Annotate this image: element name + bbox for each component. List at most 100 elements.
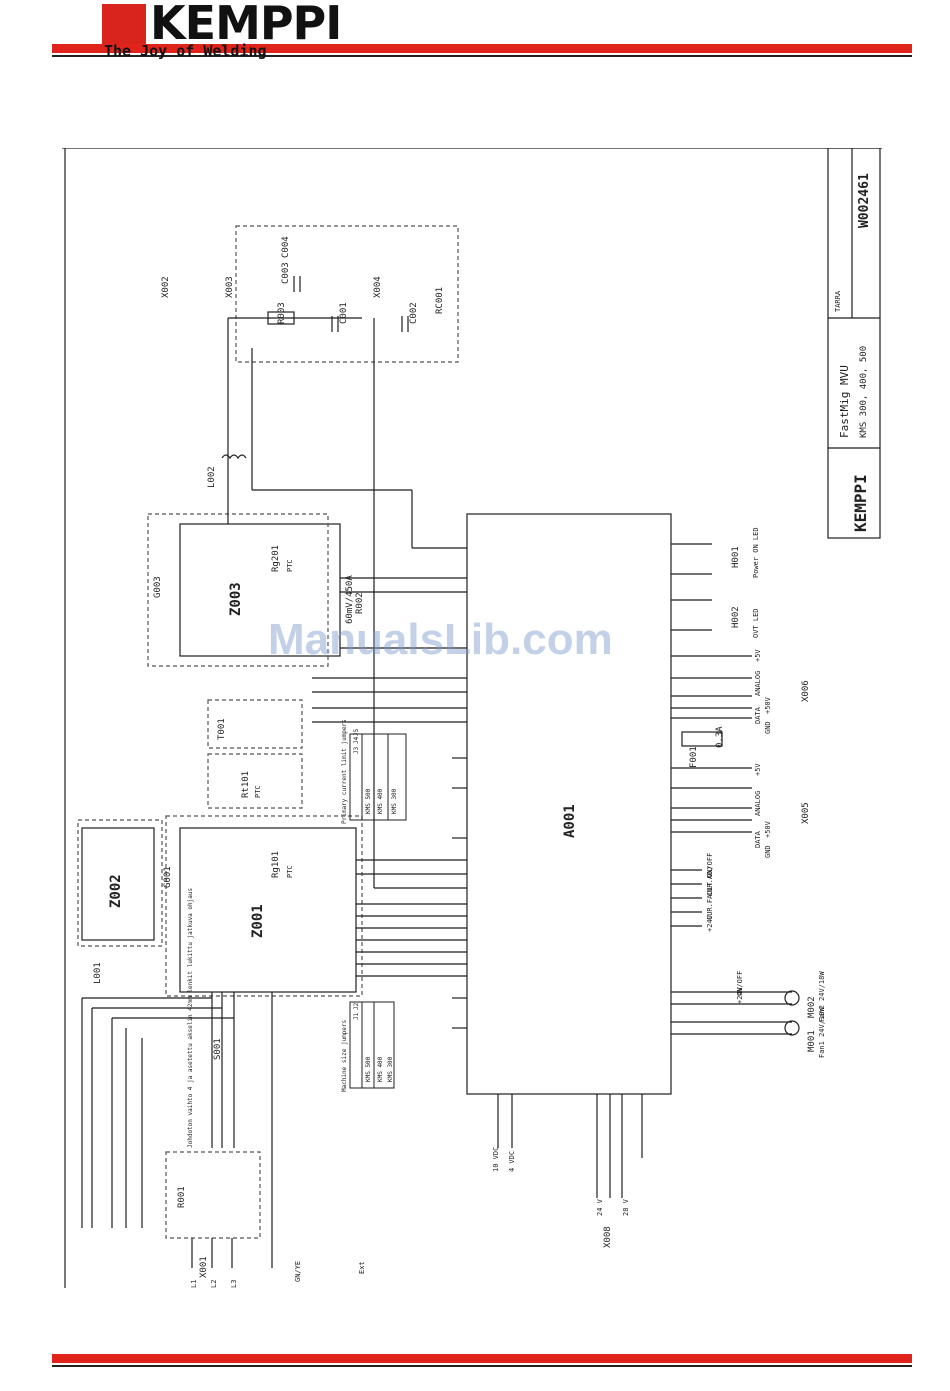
primary-r1: KMS 500 <box>365 788 372 814</box>
g003-box <box>147 513 329 667</box>
label-data-a: DATA <box>754 706 762 724</box>
label-x001: X001 <box>199 1256 209 1278</box>
label-analog-b: ANALOG <box>754 791 762 816</box>
label-24v: 24 V <box>596 1198 604 1216</box>
label-t001: T001 <box>217 718 227 740</box>
label-z002: Z002 <box>108 874 124 908</box>
m001-fan <box>784 1020 800 1036</box>
label-l1: L1 <box>190 1280 198 1288</box>
label-rg201: Rg201 <box>271 545 281 572</box>
wiring-diagram: A001 Z001 Z002 Z003 G001 G003 T001 L001 … <box>62 147 882 1288</box>
page-header: KEMPPI The Joy of Welding <box>0 0 950 75</box>
rt101-box <box>207 753 303 809</box>
label-plus50v-a: +50V <box>764 696 772 714</box>
label-ptc-3: PTC <box>254 785 262 798</box>
footer-rule <box>52 1354 912 1363</box>
label-m002: M002 <box>807 996 817 1018</box>
primary-h2: J4 <box>353 736 360 744</box>
machine-h2: J2 <box>353 1002 360 1010</box>
title-block-logo: KEMPPI <box>851 474 870 532</box>
machine-r2: KMS 400 <box>377 1056 384 1082</box>
label-x006: X006 <box>801 680 811 702</box>
schematic-svg: A001 Z001 Z002 Z003 G001 G003 T001 L001 … <box>62 147 882 1288</box>
label-z003: Z003 <box>228 582 244 616</box>
label-l3: L3 <box>230 1280 238 1288</box>
drawing-title: FastMig MVU <box>838 365 851 438</box>
machine-h1: J1 <box>353 1012 360 1020</box>
primary-table-title: Primary current limit jumpers <box>341 719 348 824</box>
label-on-off-b: ON/OFF <box>736 971 744 996</box>
m002-fan <box>784 990 800 1006</box>
brand-name: KEMPPI <box>150 0 342 50</box>
label-h001-desc: Power ON LED <box>752 527 760 578</box>
f001-fuse <box>681 731 723 747</box>
label-g003: G003 <box>153 576 163 598</box>
primary-r2: KMS 400 <box>377 788 384 814</box>
footer-rule-thin <box>52 1365 912 1367</box>
label-m001: M001 <box>807 1030 817 1052</box>
title-block-type: TARRA <box>834 290 842 312</box>
label-l001: L001 <box>93 962 103 984</box>
label-rt101: Rt101 <box>241 771 251 798</box>
label-x005: X005 <box>801 802 811 824</box>
machine-r3: KMS 300 <box>387 1056 394 1082</box>
label-gn-ye: GN/YE <box>294 1261 302 1282</box>
brand-tagline: The Joy of Welding <box>104 42 267 60</box>
z002-module <box>81 827 155 941</box>
label-on-off-a: ON/OFF <box>706 853 714 878</box>
z001-module <box>179 827 357 993</box>
g001-box <box>165 815 363 997</box>
label-gnd-b: GND <box>764 845 772 858</box>
label-c001: C001 <box>339 302 349 324</box>
label-10vdc: 10 VDC <box>492 1147 500 1172</box>
label-analog-a: ANALOG <box>754 671 762 696</box>
label-ptc-1: PTC <box>286 865 294 878</box>
site-watermark: ManualsLib.com <box>268 615 613 664</box>
label-f001-rating: 0.3A <box>715 726 725 748</box>
label-x002: X002 <box>161 276 171 298</box>
label-x004: X004 <box>373 276 383 298</box>
label-gnd-a: GND <box>764 721 772 734</box>
t001-box <box>207 699 303 749</box>
label-m002-desc: Fan2 24V/18W <box>818 971 826 1022</box>
drawing-number: W002461 <box>857 173 872 228</box>
primary-jumper-table <box>349 733 407 821</box>
machine-jumper-table <box>349 1001 395 1089</box>
machine-r1: KMS 500 <box>365 1056 372 1082</box>
s001-note: Johdoton vaihto 4 ja asetettu akselin 42… <box>187 888 194 1148</box>
label-g001: G001 <box>163 866 173 888</box>
rc001-box <box>235 225 459 363</box>
label-ptc-2: PTC <box>286 559 294 572</box>
label-cur-fault: CUR.FAULT <box>706 881 714 920</box>
label-plus24v-b: +24V <box>736 986 744 1004</box>
label-s001: S001 <box>213 1038 223 1060</box>
label-h001: H001 <box>731 546 741 568</box>
label-h002: H002 <box>731 606 741 628</box>
primary-h1: J3 <box>353 746 360 754</box>
title-block <box>827 147 881 539</box>
primary-h3: J5 <box>353 728 360 736</box>
a001-board <box>466 513 672 1095</box>
machine-table-title: Machine size jumpers <box>341 1019 348 1092</box>
label-rg101: Rg101 <box>271 851 281 878</box>
label-plus5v-b: +5V <box>754 763 762 776</box>
label-r002: R002 <box>355 592 365 614</box>
l002-coil <box>221 454 247 460</box>
label-c003: C003 <box>281 262 291 284</box>
label-l2: L2 <box>210 1280 218 1288</box>
z003-module <box>179 523 341 657</box>
label-plus5v-a: +5V <box>754 649 762 662</box>
label-rc001: RC001 <box>435 287 445 314</box>
label-plus24v-a: +24V <box>706 914 714 932</box>
label-r002-rating: 60mV/450A <box>345 575 355 624</box>
label-a001: A001 <box>562 804 578 838</box>
label-cur-adj: CUR.ADJ <box>706 866 714 896</box>
label-plus50v-b: +50V <box>764 820 772 838</box>
r001-box <box>165 1151 261 1239</box>
label-28v: 28 V <box>622 1198 630 1216</box>
label-x003: X003 <box>225 276 235 298</box>
label-r003: R003 <box>277 302 287 324</box>
label-f001: F001 <box>689 746 699 768</box>
label-h002-desc: OVT LED <box>752 608 760 638</box>
label-4vdc: 4 VDC <box>508 1151 516 1172</box>
